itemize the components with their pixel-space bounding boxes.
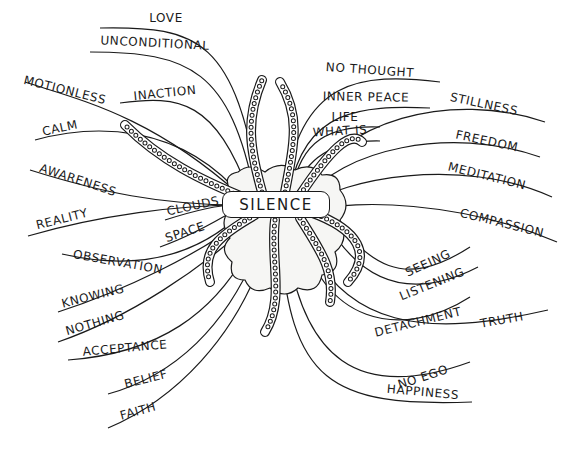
- tentacle: [207, 215, 255, 282]
- branch-word: OBSERVATION: [72, 247, 164, 277]
- tentacle: [251, 80, 262, 192]
- tentacle: [265, 220, 276, 332]
- tentacle: [125, 125, 250, 200]
- branch-word: COMPASSION: [459, 206, 546, 240]
- branch-word: TRUTH: [479, 309, 525, 330]
- tentacle: [207, 215, 255, 282]
- tentacle: [125, 125, 250, 200]
- branch-word: NOTHING: [64, 308, 126, 338]
- branch-word: MOTIONLESS: [22, 73, 107, 107]
- branch-word: WHAT IS: [312, 123, 367, 140]
- tentacle: [125, 125, 250, 200]
- center-word: SILENCE: [239, 196, 312, 214]
- tentacle: [207, 215, 255, 282]
- branch-word: DETACHMENT: [373, 304, 463, 339]
- branch-word: BELIEF: [123, 367, 169, 391]
- tentacle: [300, 139, 362, 195]
- branch-word: SPACE: [163, 219, 206, 245]
- tentacle: [300, 218, 331, 302]
- branch-word: FREEDOM: [454, 128, 519, 155]
- branch-word: NO THOUGHT: [325, 60, 414, 80]
- tentacles: [125, 80, 362, 332]
- branch-word: LOVE: [149, 11, 183, 25]
- tentacle: [251, 80, 262, 192]
- tentacle: [300, 139, 362, 195]
- tentacle: [300, 218, 331, 302]
- tentacle: [207, 215, 255, 282]
- branch-word: HAPPINESS: [386, 382, 459, 402]
- tentacle: [125, 125, 250, 200]
- tentacle: [280, 82, 294, 192]
- branch-word: INACTION: [133, 83, 197, 104]
- tentacle: [265, 220, 276, 332]
- branch-word: CLOUDS: [165, 194, 220, 219]
- branch-word: MEDITATION: [447, 160, 528, 193]
- tentacle: [280, 82, 294, 192]
- tentacle: [300, 139, 362, 195]
- tentacle: [265, 220, 276, 332]
- center-box: SILENCE: [222, 191, 330, 218]
- tentacle: [300, 218, 331, 302]
- tentacle: [300, 139, 362, 195]
- tentacle: [310, 212, 360, 282]
- branch-word: REALITY: [34, 206, 89, 232]
- branch-word: STILLNESS: [449, 90, 519, 118]
- tentacle: [300, 218, 331, 302]
- branch-word: FAITH: [118, 399, 157, 422]
- tentacle: [280, 82, 294, 192]
- branch-word: UNCONDITIONAL: [100, 33, 210, 53]
- branch-lines: [25, 28, 557, 428]
- tentacle: [265, 220, 276, 332]
- tentacle: [251, 80, 262, 192]
- branch-word: LIFE: [331, 110, 358, 124]
- branch-word: AWARENESS: [38, 161, 118, 199]
- branch-word: CALM: [41, 117, 79, 138]
- tentacle: [280, 82, 294, 192]
- branch-word: INNER PEACE: [323, 89, 410, 105]
- tentacle: [251, 80, 262, 192]
- tentacle: [310, 212, 360, 282]
- branch-word: ACCEPTANCE: [82, 337, 168, 358]
- branch-word: KNOWING: [60, 281, 126, 310]
